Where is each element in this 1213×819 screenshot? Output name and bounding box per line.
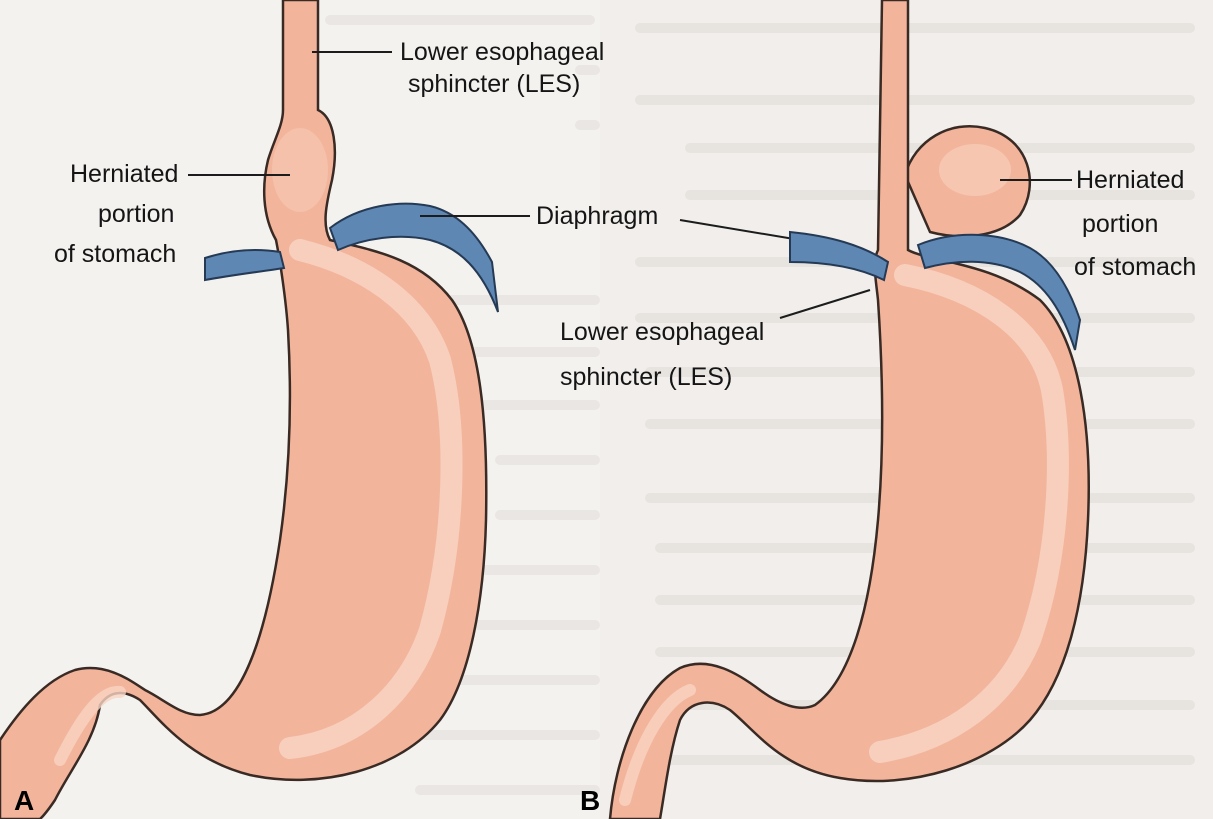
label-herniated-a-line3: of stomach <box>54 240 176 268</box>
label-les-a-line2: sphincter (LES) <box>408 70 580 98</box>
label-herniated-a-line2: portion <box>98 200 174 228</box>
label-herniated-b-line2: portion <box>1082 210 1158 238</box>
panel-letter-b: B <box>580 785 600 816</box>
stomach-illustration-a <box>0 0 486 819</box>
panel-letter-a: A <box>14 785 34 816</box>
diaphragm-a-left <box>205 250 284 280</box>
label-les-b-line1: Lower esophageal <box>560 318 764 346</box>
label-herniated-a-line1: Herniated <box>70 160 178 188</box>
label-herniated-b-line3: of stomach <box>1074 253 1196 281</box>
label-diaphragm: Diaphragm <box>536 202 658 230</box>
label-herniated-b-line1: Herniated <box>1076 166 1184 194</box>
label-les-b-line2: sphincter (LES) <box>560 363 732 391</box>
label-les-a-line1: Lower esophageal <box>400 38 604 66</box>
